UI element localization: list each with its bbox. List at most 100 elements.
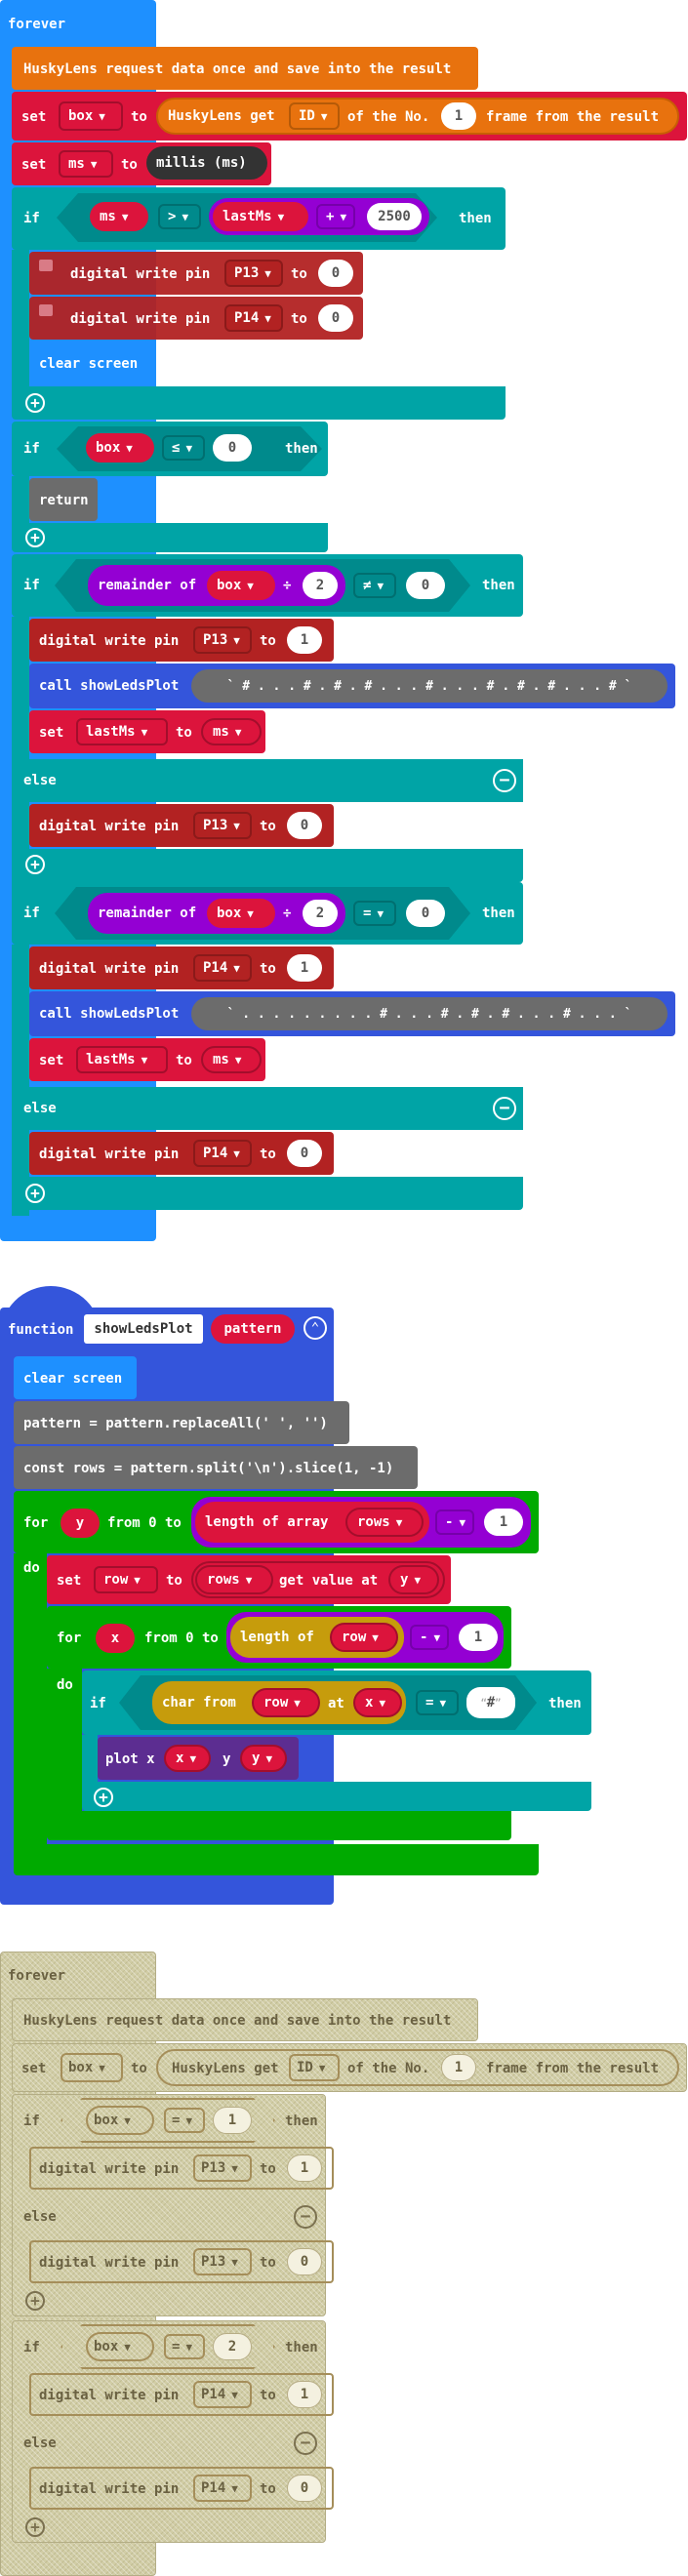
value-1-input[interactable]: 1 <box>287 2381 322 2408</box>
remove-else-icon[interactable]: − <box>294 2205 317 2229</box>
row-variable-pill[interactable]: row▼ <box>330 1623 398 1652</box>
value-0-input[interactable]: 0 <box>287 2248 322 2275</box>
value-0-input[interactable]: 0 <box>287 1140 322 1167</box>
clear-screen-block[interactable] <box>14 1356 137 1399</box>
compare-box-hex[interactable] <box>61 2098 275 2143</box>
value-0-input[interactable]: 0 <box>318 260 353 287</box>
code-split-block[interactable] <box>14 1446 418 1489</box>
pin-p14-dropdown[interactable]: P14▼ <box>193 2475 252 2502</box>
ms-variable-pill[interactable]: ms▼ <box>201 1046 262 1073</box>
return-block[interactable] <box>29 478 98 521</box>
box-variable-pill[interactable]: box▼ <box>207 899 275 928</box>
y-variable-pill[interactable]: y▼ <box>388 1565 439 1594</box>
rows-variable-pill[interactable]: rows▼ <box>345 1508 424 1537</box>
ms-variable-pill[interactable]: ms▼ <box>90 202 148 231</box>
box-variable-pill[interactable]: box▼ <box>86 2332 154 2361</box>
value-2-input[interactable]: 2 <box>213 2333 252 2360</box>
value-2-input[interactable]: 2 <box>303 572 338 599</box>
pattern-param-pill[interactable]: pattern <box>211 1314 295 1344</box>
pin-p14-dropdown[interactable]: P14▼ <box>193 1140 252 1167</box>
add-branch-icon[interactable]: + <box>25 2517 45 2537</box>
digital-write-p13-block[interactable] <box>29 2147 334 2190</box>
digital-write-p14-block[interactable] <box>29 2373 334 2416</box>
box-variable-dropdown[interactable]: box▼ <box>59 101 123 131</box>
value-1-input[interactable]: 1 <box>213 2107 252 2134</box>
remove-else-icon[interactable]: − <box>493 769 516 792</box>
huskylens-get-reporter[interactable]: HuskyLens get <box>156 98 679 135</box>
collapse-params-icon[interactable]: ⌃ <box>304 1316 327 1340</box>
pattern-string-input[interactable]: ` # . . . # . # . # . . . # . . . # . # … <box>191 669 668 703</box>
comment-icon[interactable] <box>39 260 53 271</box>
pin-p13-dropdown[interactable]: P13▼ <box>193 2248 252 2275</box>
digital-write-p13-block[interactable] <box>29 2240 334 2283</box>
value-0-input[interactable]: 0 <box>318 304 353 332</box>
frame-number-input[interactable]: 1 <box>441 2054 476 2081</box>
pattern-string-input[interactable]: ` . . . . . . . . . # . . . # . # . # . … <box>191 997 668 1030</box>
box-variable-pill[interactable]: box▼ <box>86 433 154 463</box>
value-1-input[interactable]: 1 <box>287 626 322 654</box>
box-variable-pill[interactable]: box▼ <box>207 571 275 600</box>
huskylens-request-block[interactable] <box>12 47 478 90</box>
ne-operator-dropdown[interactable]: ≠▼ <box>353 573 396 598</box>
ms-variable-dropdown[interactable]: ms▼ <box>59 150 113 178</box>
eq-operator-dropdown[interactable]: =▼ <box>416 1690 459 1715</box>
pin-p14-dropdown[interactable]: P14▼ <box>193 2381 252 2408</box>
number-2500-input[interactable]: 2500 <box>367 203 422 230</box>
minus-operator-dropdown[interactable]: -▼ <box>435 1509 474 1535</box>
remove-else-icon[interactable]: − <box>493 1097 516 1120</box>
minus-operator-dropdown[interactable]: -▼ <box>410 1625 449 1650</box>
add-branch-icon[interactable]: + <box>25 393 45 413</box>
value-0-input[interactable]: 0 <box>406 572 445 599</box>
add-branch-icon[interactable]: + <box>25 855 45 874</box>
value-0-input[interactable]: 0 <box>287 812 322 839</box>
digital-write-p14-block[interactable] <box>29 946 334 989</box>
add-branch-icon[interactable]: + <box>25 1184 45 1203</box>
huskylens-request-block[interactable] <box>12 1998 478 2041</box>
ms-variable-pill[interactable]: ms▼ <box>201 718 262 745</box>
id-dropdown[interactable]: ID▼ <box>289 102 340 130</box>
digital-write-p14-block[interactable] <box>29 2467 334 2510</box>
lastms-variable-dropdown[interactable]: lastMs▼ <box>76 718 168 745</box>
plus-operator-dropdown[interactable]: +▼ <box>316 204 355 229</box>
value-0-input[interactable]: 0 <box>287 2475 322 2502</box>
pin-p13-dropdown[interactable]: P13▼ <box>193 2154 252 2182</box>
comment-icon[interactable] <box>39 304 53 316</box>
lastms-variable-dropdown[interactable]: lastMs▼ <box>76 1046 168 1073</box>
x-variable-pill[interactable]: x▼ <box>164 1745 211 1772</box>
rows-variable-pill[interactable]: rows▼ <box>195 1565 273 1594</box>
digital-write-p13-block[interactable] <box>29 252 363 295</box>
value-1-input[interactable]: 1 <box>459 1624 498 1651</box>
value-0-input[interactable]: 0 <box>406 900 445 927</box>
if-else-box-1-block[interactable] <box>12 2094 326 2316</box>
hash-string-input[interactable]: “#” <box>466 1687 515 1718</box>
millis-reporter[interactable]: millis (ms) <box>146 146 267 180</box>
le-operator-dropdown[interactable]: ≤▼ <box>162 435 205 461</box>
x-variable-pill[interactable]: x▼ <box>353 1688 402 1717</box>
eq-operator-dropdown[interactable]: =▼ <box>164 2108 205 2133</box>
frame-number-input[interactable]: 1 <box>441 102 476 130</box>
value-0-input[interactable]: 0 <box>213 434 252 462</box>
digital-write-p14-block[interactable] <box>29 297 363 340</box>
pin-p13-dropdown[interactable]: P13▼ <box>193 812 252 839</box>
lastms-variable-pill[interactable]: lastMs▼ <box>213 202 308 231</box>
remove-else-icon[interactable]: − <box>294 2432 317 2455</box>
add-branch-icon[interactable]: + <box>25 528 45 547</box>
code-replace-block[interactable] <box>14 1401 349 1444</box>
if-else-box-2-block[interactable] <box>12 2320 326 2543</box>
pin-p13-dropdown[interactable]: P13▼ <box>193 626 252 654</box>
x-variable-pill[interactable]: x <box>96 1624 135 1653</box>
huskylens-get-reporter[interactable] <box>156 2049 679 2086</box>
digital-write-p13-block[interactable] <box>29 804 334 847</box>
function-name-input[interactable]: showLedsPlot <box>84 1314 203 1344</box>
pin-p14-dropdown[interactable]: P14▼ <box>224 304 283 332</box>
compare-box-hex[interactable] <box>61 2324 275 2369</box>
row-variable-dropdown[interactable]: row▼ <box>94 1566 158 1593</box>
y-variable-pill[interactable]: y▼ <box>240 1745 287 1772</box>
add-branch-icon[interactable]: + <box>25 2291 45 2311</box>
digital-write-p14-block[interactable] <box>29 1132 334 1175</box>
value-1-input[interactable]: 1 <box>287 2154 322 2182</box>
eq-operator-dropdown[interactable]: =▼ <box>164 2334 205 2359</box>
value-2-input[interactable]: 2 <box>303 900 338 927</box>
value-1-input[interactable]: 1 <box>287 954 322 982</box>
pin-p13-dropdown[interactable]: P13▼ <box>224 260 283 287</box>
